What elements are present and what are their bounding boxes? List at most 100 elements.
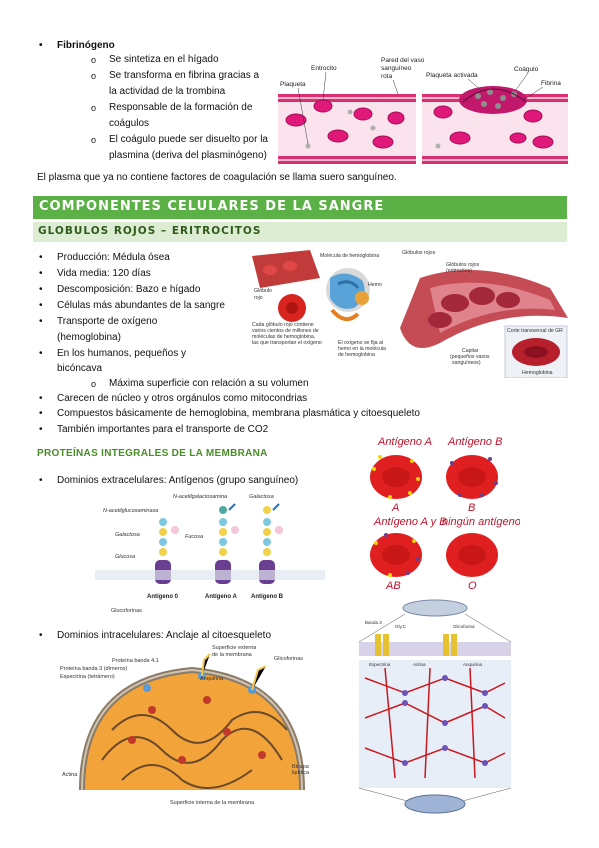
label-group-o: O	[468, 580, 477, 592]
label-capilar: Capilar	[462, 348, 479, 354]
label-actina: Actina	[413, 662, 426, 667]
label-hemoglobina: Hemoglobina	[522, 370, 553, 376]
list-item: Compuestos básicamente de hemoglobina, m…	[39, 406, 420, 421]
label-group-a: A	[391, 502, 399, 514]
label-antigeno-a: Antígeno A	[205, 594, 237, 600]
label-banda41: Proteína banda 4.1	[112, 658, 159, 664]
label-sup-interna: Superficie interna de la membrana	[170, 800, 255, 806]
cytoskeleton-illustration: Banda 3 Gly.C Glicoforina Espectrina Act…	[358, 599, 512, 814]
antigen-structure-illustration: N-acetilgalactosamina Galactosa N-acetil…	[95, 494, 325, 614]
list-item: Vida media: 120 días	[39, 266, 151, 281]
label-plaqueta: Plaqueta	[280, 81, 306, 88]
label-oxygen: de hemoglobina	[338, 352, 375, 358]
label-espectrina: Espectrina	[369, 662, 391, 667]
label-capilar: (pequeños vasos	[450, 354, 490, 360]
serum-note: El plasma que ya no contiene factores de…	[37, 172, 397, 183]
clot-illustration: Entrocito Pared del vaso sanguíneo rota …	[278, 57, 568, 166]
blood-groups-illustration: Antígeno A Antígeno B Antígeno A y B nin…	[370, 436, 520, 592]
membrane-illustration: Superficie externa de la membrana Proteí…	[60, 645, 310, 806]
vessel-with-cells	[400, 270, 568, 348]
label-espectrina: Espectrina (tetrámero)	[60, 674, 115, 680]
label-globulo: rojo	[254, 295, 263, 301]
hemoglobin-molecule	[326, 268, 370, 322]
label-corte: Corte transversal de GR	[507, 328, 563, 334]
fibrinogen-item-cont: plasmina (deriva del plasminógeno)	[109, 150, 267, 161]
list-item-cont: (hemoglobina)	[57, 332, 121, 343]
label-group-ab: AB	[385, 580, 401, 592]
label-caption: Cada glóbulo rojo contiene	[252, 322, 314, 328]
label-capilar: sanguíneos)	[452, 360, 481, 366]
red-cell-ab	[370, 533, 422, 577]
label-glucoforinas: Glucoforinas	[111, 608, 142, 614]
label-nacetilgalactosamina: N-acetilgalactosamina	[173, 494, 227, 500]
label-antigeno-0: Antígeno 0	[147, 594, 179, 600]
label-hemo: Hemo	[368, 282, 382, 288]
list-item: Carecen de núcleo y otros orgánulos como…	[39, 391, 307, 406]
red-cell-a	[370, 455, 422, 499]
label-bicapa: Bicapa	[292, 764, 310, 770]
label-galactosa-top: Galactosa	[249, 494, 274, 500]
label-glucosa: Glucosa	[115, 554, 135, 560]
fibrinogen-item: Responsable de la formación de	[91, 100, 252, 116]
label-caption: moléculas de hemoglobina,	[252, 334, 315, 340]
red-cell-o	[446, 533, 498, 577]
fibrinogen-item: Se transforma en fibrina gracias a	[91, 68, 259, 84]
list-item-cont: bicóncava	[57, 363, 103, 374]
list-item: También importantes para el transporte d…	[39, 422, 268, 437]
label-pared: sanguíneo	[381, 65, 412, 72]
label-globulo: Glóbulo	[254, 288, 272, 294]
section-title: COMPONENTES CELULARES DE LA SANGRE	[39, 199, 385, 214]
label-anquirina: Anquirina	[463, 662, 483, 667]
fibrinogen-item-cont: la actividad de la trombina	[109, 86, 226, 97]
label-entrocito: Entrocito	[311, 65, 337, 72]
label-sup-externa: de la membrana	[212, 652, 253, 658]
label-pared: rota	[381, 73, 393, 80]
label-oxygen: hemo en la molécula	[338, 346, 386, 352]
label-caption: varios cientos de millones de	[252, 328, 319, 334]
list-subitem: Máxima superficie con relación a su volu…	[91, 376, 309, 392]
label-nacetilglucosaminasa: N-acetilglucosaminasa	[103, 508, 158, 514]
label-oxygen: El oxígeno se fija al	[338, 340, 383, 346]
list-item: Dominios extracelulares: Antígenos (grup…	[39, 473, 298, 488]
list-item: Células más abundantes de la sangre	[39, 298, 225, 313]
proteins-title: PROTEÍNAS INTEGRALES DE LA MEMBRANA	[37, 448, 268, 459]
label-glicoforina: Glicoforina	[453, 624, 475, 629]
hemoglobin-illustration: Molécula de hemoglobina Glóbulo rojo Hem…	[250, 248, 568, 378]
red-cell-b	[446, 455, 498, 499]
label-fibrina: Fibrina	[541, 80, 561, 87]
subsection-header: GLOBULOS ROJOS – ERITROCITOS	[33, 222, 567, 242]
label-banda3: Banda 3	[365, 620, 382, 625]
clot-mass	[459, 86, 527, 114]
section-header: COMPONENTES CELULARES DE LA SANGRE	[33, 196, 567, 219]
label-antigeno-a: Antígeno A	[377, 436, 432, 448]
label-antigeno-b: Antígeno B	[447, 436, 502, 448]
label-glyc: Gly.C	[395, 624, 407, 629]
cross-section-box	[504, 325, 568, 378]
label-bicapa: lipídica	[292, 770, 310, 776]
label-glicoforinas: Glicoforinas	[274, 656, 303, 662]
list-item: En los humanos, pequeños y	[39, 346, 186, 361]
subsection-title: GLOBULOS ROJOS – ERITROCITOS	[38, 225, 262, 237]
label-antigeno-b: Antígeno B	[251, 594, 284, 600]
label-fucosa: Fucosa	[185, 534, 203, 540]
label-sup-externa: Superficie externa	[212, 645, 257, 651]
label-ningun-antigeno: ningún antígeno	[442, 516, 520, 528]
label-globulos-rojos: Glóbulos rojos	[402, 250, 436, 256]
list-item: Descomposición: Bazo e hígado	[39, 282, 200, 297]
label-coagulo: Coágulo	[514, 66, 539, 73]
label-group-b: B	[468, 502, 475, 514]
label-globulos-rojos: (eritrocitos)	[446, 268, 472, 274]
list-item: Transporte de oxígeno	[39, 314, 157, 329]
list-item: Producción: Médula ósea	[39, 250, 170, 265]
label-pared: Pared del vaso	[381, 57, 425, 64]
label-banda3: Proteína banda 3 (dímeros)	[60, 666, 127, 672]
label-hb-molecule: Molécula de hemoglobina	[320, 253, 379, 259]
vessel-cutaway	[252, 250, 320, 288]
label-actina: Actina	[62, 772, 78, 778]
label-galactosa: Galactosa	[115, 532, 140, 538]
fibrinogen-item: Se sintetiza en el hígado	[91, 52, 218, 68]
label-anquirina: Anquirina	[200, 676, 224, 682]
label-caption: las que transportan el oxígeno	[252, 340, 322, 346]
fibrinogen-item: El coágulo puede ser disuelto por la	[91, 132, 268, 148]
fibrinogen-item-cont: coágulos	[109, 118, 150, 129]
